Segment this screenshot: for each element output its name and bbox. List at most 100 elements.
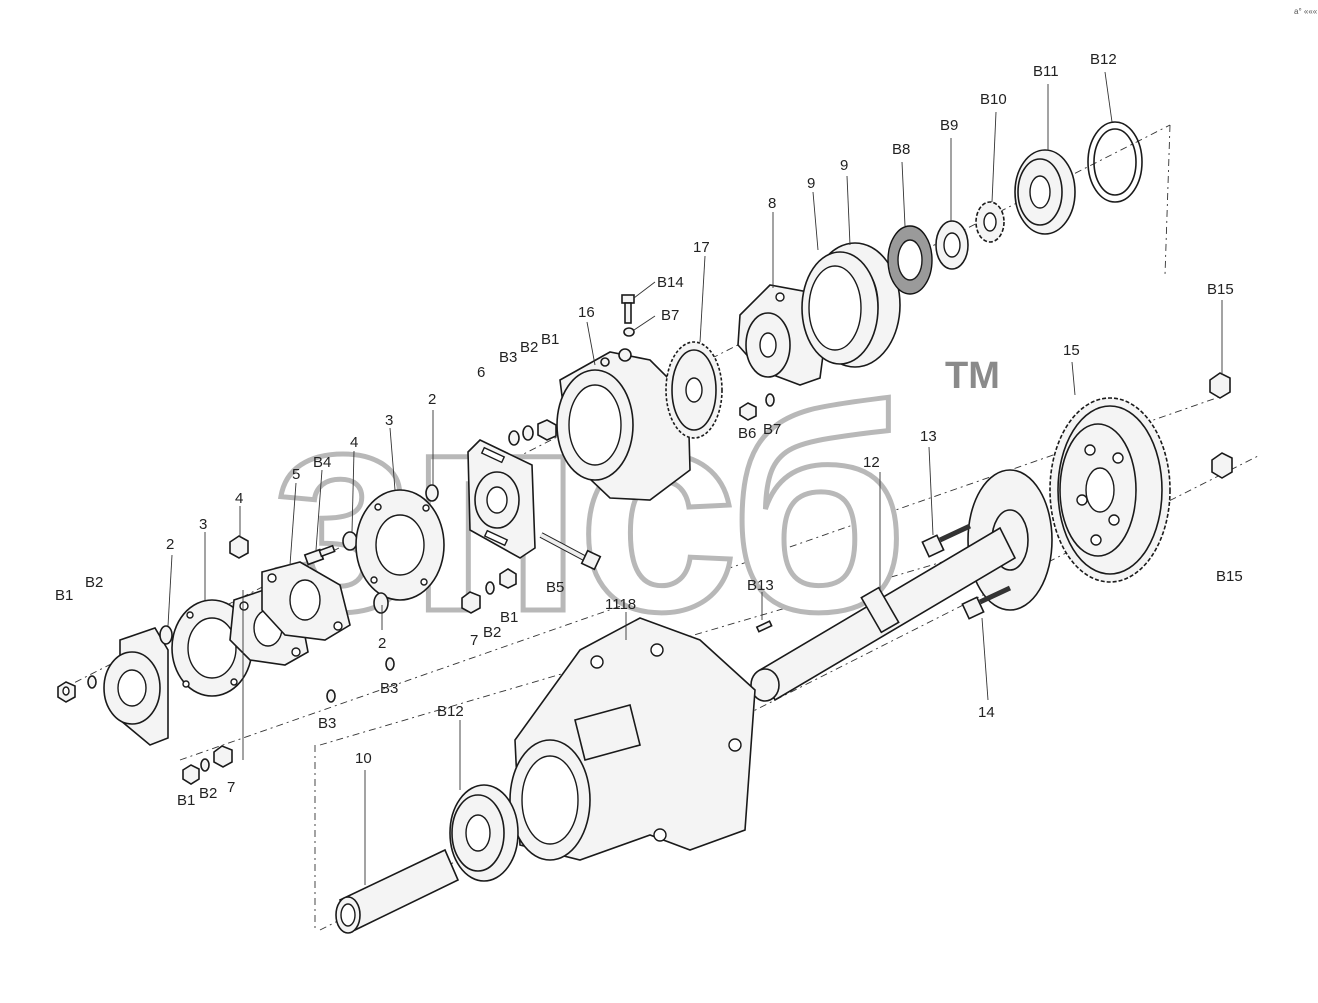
ring-9-part	[801, 242, 901, 368]
nut-4-left	[229, 535, 249, 559]
nut-b15-top	[1209, 372, 1231, 399]
bracket-6-part	[467, 439, 536, 559]
label-b3-top: B3	[499, 349, 517, 366]
label-b4: B4	[313, 454, 331, 471]
end-cover-part	[103, 627, 169, 746]
label-9a: 9	[807, 175, 815, 192]
label-b2-bottom: B2	[199, 785, 217, 802]
part-labels: B1 B2 2 3 4 5 B4 4 3 2 6 B3 B2 B1 16 B14…	[55, 51, 1243, 809]
label-12: 12	[863, 454, 880, 471]
bearing-b12-bottom	[449, 784, 519, 882]
trademark-mark: TM	[945, 355, 1000, 397]
label-b9: B9	[940, 117, 958, 134]
label-b7-top: B7	[661, 307, 679, 324]
flange-4-part	[261, 561, 351, 641]
label-2-left: 2	[166, 536, 174, 553]
label-14: 14	[978, 704, 995, 721]
label-b3-mid: B3	[380, 680, 398, 697]
label-b2-top: B2	[520, 339, 538, 356]
nut-b9-part	[935, 220, 969, 270]
bolt-b14	[621, 294, 635, 324]
lockwasher-b10-part	[975, 201, 1005, 243]
label-15: 15	[1063, 342, 1080, 359]
label-1118: 1118	[605, 596, 636, 613]
nut-b1-left	[57, 681, 76, 703]
nut-b1-top	[537, 419, 557, 441]
label-b12-bottom: B12	[437, 703, 464, 720]
washer-b7-top	[623, 327, 635, 337]
gear-15-part	[1049, 397, 1171, 583]
washer-b2-top	[522, 425, 534, 441]
bearing-b11-part	[1014, 149, 1076, 235]
label-b1-bottom: B1	[177, 792, 195, 809]
sleeve-10-part	[335, 848, 460, 934]
label-b15-bottom: B15	[1216, 568, 1243, 585]
washer-b2-left	[87, 675, 97, 689]
label-b15-top: B15	[1207, 281, 1234, 298]
label-b14: B14	[657, 274, 684, 291]
housing-16-part	[556, 348, 691, 501]
label-6: 6	[477, 364, 485, 381]
parts	[57, 121, 1233, 934]
label-b6: B6	[738, 425, 756, 442]
corner-mark: a° «««	[1294, 7, 1318, 16]
label-b3-low: B3	[318, 715, 336, 732]
label-3-mid: 3	[385, 412, 393, 429]
label-b2-mid: B2	[483, 624, 501, 641]
key-b13	[755, 620, 773, 633]
label-4-left: 4	[235, 490, 243, 507]
shaft-12-part	[750, 469, 1053, 702]
label-b2-left: B2	[85, 574, 103, 591]
label-5: 5	[292, 466, 300, 483]
bearing-b8-part	[887, 225, 933, 295]
bolt-b4	[303, 544, 336, 566]
snapring-b12-top	[1087, 121, 1143, 203]
nut-7-bottom	[213, 745, 233, 768]
label-13: 13	[920, 428, 937, 445]
label-b5: B5	[546, 579, 564, 596]
nut-b1-mid	[499, 568, 517, 589]
leader-lines	[167, 71, 1223, 885]
washer-2-top	[425, 484, 439, 502]
label-b13: B13	[747, 577, 774, 594]
washer-b2-mid	[485, 581, 495, 595]
label-2-mid: 2	[378, 635, 386, 652]
bolt-b6	[739, 402, 757, 421]
label-b8: B8	[892, 141, 910, 158]
label-4-mid: 4	[350, 434, 358, 451]
label-8: 8	[768, 195, 776, 212]
label-b11: B11	[1033, 63, 1059, 80]
label-7-bottom: 7	[227, 779, 235, 796]
nut-7-mid	[461, 591, 481, 614]
gasket-3-mid	[355, 489, 445, 601]
washer-b2-bottom	[200, 758, 210, 772]
nut-b15-bottom	[1211, 452, 1233, 479]
washer-b7-mid	[765, 393, 775, 407]
label-17: 17	[693, 239, 710, 256]
washer-b3-low	[326, 689, 336, 703]
label-9b: 9	[840, 157, 848, 174]
washer-2-mid	[373, 592, 389, 614]
label-10: 10	[355, 750, 372, 767]
bolt-14	[961, 585, 1012, 620]
label-16: 16	[578, 304, 595, 321]
label-b7-mid: B7	[763, 421, 781, 438]
label-b10: B10	[980, 91, 1007, 108]
washer-4-mid	[342, 531, 358, 551]
nut-b1-bottom	[182, 764, 200, 785]
label-b1-top: B1	[541, 331, 559, 348]
label-b1-left: B1	[55, 587, 73, 604]
washer-b3-mid	[385, 657, 395, 671]
washer-2-left	[159, 625, 173, 645]
label-3-left: 3	[199, 516, 207, 533]
bolt-13	[921, 523, 972, 558]
label-2-top: 2	[428, 391, 436, 408]
washer-b3-top	[508, 430, 520, 446]
label-7-mid: 7	[470, 632, 478, 649]
label-b12-top: B12	[1090, 51, 1117, 68]
bolt-b5	[539, 532, 602, 571]
housing-1118-part	[509, 617, 756, 861]
label-b1-mid: B1	[500, 609, 518, 626]
gear-17-part	[665, 341, 723, 439]
